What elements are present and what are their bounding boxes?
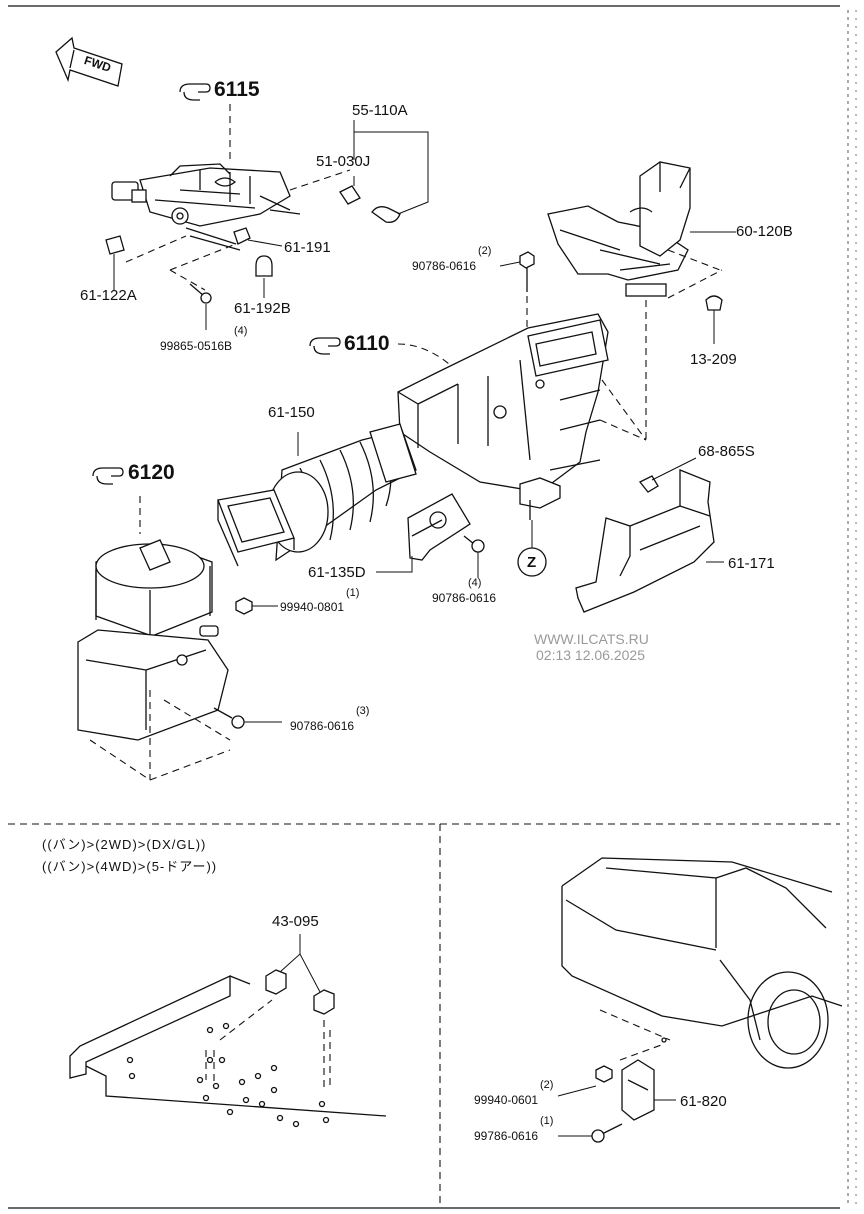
- knob-61-192B: [255, 255, 273, 298]
- part-90786-mid-qty: (4): [468, 577, 482, 589]
- part-68-865S[interactable]: 68-865S: [698, 443, 755, 460]
- nut-99940-0601: [557, 1065, 613, 1097]
- part-60-120B[interactable]: 60-120B: [736, 223, 793, 240]
- part-99940-0601-qty: (2): [540, 1079, 554, 1091]
- part-99786-0616[interactable]: 99786-0616: [474, 1129, 539, 1143]
- bolt-90786-mid: [463, 535, 485, 578]
- part-13-209[interactable]: 13-209: [690, 351, 737, 368]
- note-line-1: ((バン)>(2WD)>(DX/GL)): [42, 837, 207, 852]
- note-line-2: ((バン)>(4WD)>(5-ドアー)): [42, 859, 218, 874]
- part-99865-qty: (4): [234, 325, 248, 337]
- part-99940-0601[interactable]: 99940-0601: [474, 1093, 539, 1107]
- clip-61-191: [233, 227, 283, 247]
- ref-6115[interactable]: 6115: [214, 78, 260, 101]
- ref-6110[interactable]: 6110: [344, 332, 390, 355]
- part-61-191[interactable]: 61-191: [284, 239, 331, 256]
- ref-hand-icon-6115: [179, 83, 211, 101]
- part-61-135D[interactable]: 61-135D: [308, 564, 366, 581]
- part-90786-top[interactable]: 90786-0616: [412, 259, 477, 273]
- part-55-110A[interactable]: 55-110A: [352, 102, 408, 119]
- heater-unit: [397, 300, 647, 520]
- plugs-43-095: [265, 934, 335, 1015]
- part-61-150[interactable]: 61-150: [268, 404, 315, 421]
- frame: [8, 5, 857, 1209]
- bracket-61-135D: [376, 493, 471, 573]
- part-99786-qty: (1): [540, 1115, 554, 1127]
- z-marker: [517, 520, 547, 577]
- bolt-99786-0616: [558, 1123, 623, 1143]
- part-99940-0801[interactable]: 99940-0801: [280, 600, 345, 614]
- part-51-030J[interactable]: 51-030J: [316, 153, 371, 170]
- part-61-820[interactable]: 61-820: [680, 1093, 727, 1110]
- bolt-90786-top: [499, 251, 535, 330]
- ref-hand-icon-6120: [92, 467, 124, 485]
- floor-panel: [69, 974, 387, 1128]
- part-90786-top-qty: (2): [478, 245, 492, 257]
- part-90786-low-qty: (3): [356, 705, 370, 717]
- watermark-timestamp: 02:13 12.06.2025: [536, 647, 645, 663]
- clip-61-122A: [105, 235, 125, 284]
- fwd-arrow-icon: [55, 36, 123, 87]
- part-43-095[interactable]: 43-095: [272, 913, 319, 930]
- part-61-192B[interactable]: 61-192B: [234, 300, 291, 317]
- bolt-90786-low: [213, 707, 282, 729]
- part-99940-0801-qty: (1): [346, 587, 360, 599]
- mud-guard-61-820: [621, 1059, 676, 1121]
- blower-unit: [77, 496, 231, 781]
- cover-61-171: [575, 457, 724, 613]
- bulb-51-030J: [339, 120, 429, 223]
- screw-99865: [189, 283, 212, 328]
- part-90786-low[interactable]: 90786-0616: [290, 719, 355, 733]
- hose-61-150: [217, 423, 417, 567]
- part-61-122A[interactable]: 61-122A: [80, 287, 137, 304]
- nut-99940-0801: [235, 597, 278, 615]
- ref-hand-icon-6110: [309, 337, 341, 355]
- part-99865-0516B[interactable]: 99865-0516B: [160, 339, 233, 353]
- duct-60-120B: [547, 161, 736, 299]
- leaders: [113, 284, 207, 330]
- z-marker-label: Z: [527, 554, 537, 571]
- heater-control-unit: [111, 104, 351, 291]
- part-90786-mid[interactable]: 90786-0616: [432, 591, 497, 605]
- watermark-site: WWW.ILCATS.RU: [534, 631, 649, 647]
- clip-13-209: [705, 295, 723, 344]
- ref-6120[interactable]: 6120: [128, 461, 175, 484]
- vehicle-rear: [561, 857, 843, 1069]
- part-61-171[interactable]: 61-171: [728, 555, 775, 572]
